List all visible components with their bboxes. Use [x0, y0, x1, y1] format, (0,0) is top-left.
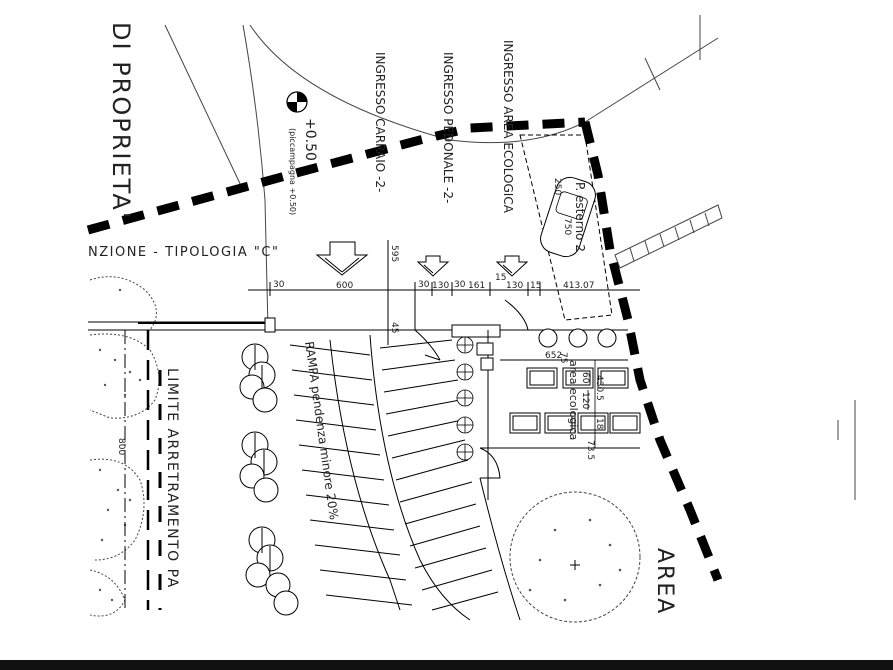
rampa-label: RAMPA pendenza minore 20% — [302, 340, 341, 520]
tipologia-label: NZIONE - TIPOLOGIA "C" — [88, 245, 279, 260]
thick-dashed-boundary — [86, 117, 723, 582]
large-tree — [509, 491, 641, 623]
dim-18: 18 — [594, 418, 604, 430]
dim-15-b: 15 — [530, 281, 541, 291]
dimension-values: 30 600 595 30 130 30 161 15 130 15 413.0… — [273, 245, 595, 333]
posto-esterno-label: P. esterno 2 — [573, 182, 587, 252]
dim-60: 60 — [580, 372, 590, 384]
boundary-lines — [164, 15, 719, 331]
dim-30-b: 30 — [454, 280, 466, 290]
setback-lines — [124, 330, 162, 610]
ramp-stripes — [289, 334, 499, 621]
ecological-area — [509, 328, 641, 434]
dim-800: 800 — [116, 438, 126, 455]
dim-120: 120 — [580, 392, 590, 409]
dim-15-a: 15 — [495, 273, 506, 283]
dim-130-b: 130 — [506, 281, 523, 291]
elevation-marker: +0.50 (piccampagna +0.50) — [286, 91, 318, 215]
area-label: AREA — [652, 548, 677, 615]
entry-arrows — [315, 241, 529, 277]
ecological-labels: 652 75 area ecologica 60 430.5 120 18 73… — [545, 351, 604, 460]
dim-130-a: 130 — [432, 281, 449, 291]
hedge-trees — [239, 343, 299, 616]
external-parking: 250 750 P. esterno 2 — [519, 134, 613, 321]
elevation-label: +0.50 — [302, 118, 318, 161]
dim-413: 413.07 — [563, 281, 595, 291]
dimension-line — [248, 240, 640, 345]
ingresso-carraio-label: INGRESSO CARRAIO -2- — [373, 52, 387, 192]
dim-595: 595 — [389, 245, 399, 262]
site-lines — [88, 296, 640, 621]
dim-45: 45 — [389, 322, 399, 333]
dim-750: 750 — [562, 218, 572, 235]
dim-652: 652 — [545, 351, 562, 361]
area-ecologica-label: area ecologica — [567, 360, 580, 440]
dim-30-left: 30 — [273, 280, 285, 290]
ingresso-area-label: INGRESSO AREA ECOLOGICA — [501, 40, 515, 214]
left-shrub-dots — [98, 288, 142, 602]
dim-250: 250 — [552, 178, 562, 195]
dim-73: 73.5 — [585, 440, 595, 460]
striped-bar — [614, 204, 723, 269]
dim-430: 430.5 — [594, 375, 604, 401]
right-marks — [837, 400, 856, 500]
limite-label: LIMITE ARRETRAMENTO PA — [164, 368, 180, 589]
viewer-bottom-edge — [0, 660, 893, 670]
dim-30-mid: 30 — [418, 280, 430, 290]
proprieta-label: DI PROPRIETA' — [107, 22, 135, 220]
hedge-column — [456, 336, 474, 461]
elevation-note: (piccampagna +0.50) — [288, 128, 297, 215]
dim-600: 600 — [336, 281, 353, 291]
dim-75: 75 — [558, 352, 568, 363]
ecological-dimensions — [540, 359, 625, 448]
ingresso-pedonale-label: INGRESSO PEDONALE -2- — [441, 52, 455, 203]
dim-161: 161 — [468, 281, 485, 291]
